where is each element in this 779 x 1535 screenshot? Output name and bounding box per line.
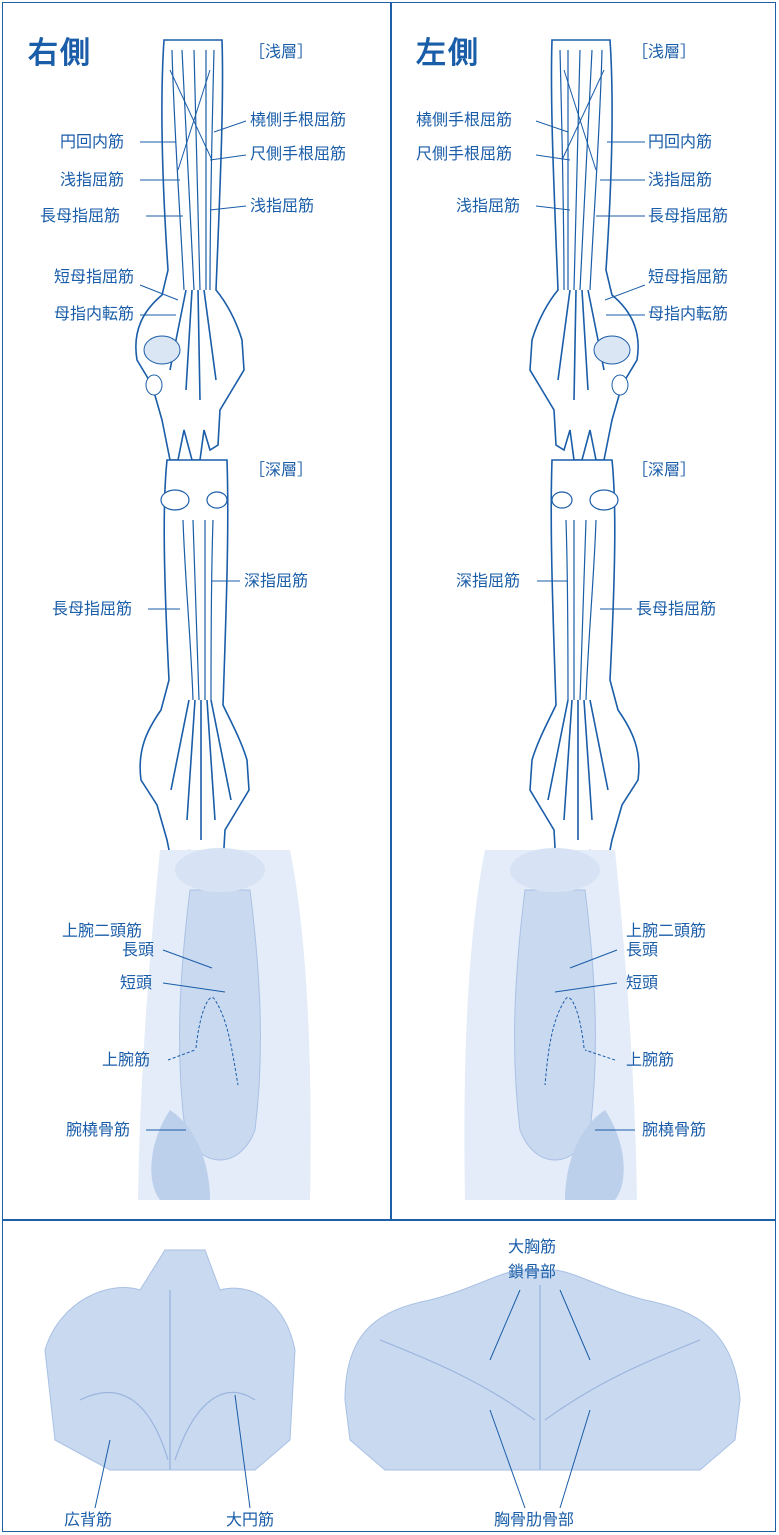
left-superficial-tag: ［浅層］ [632, 38, 696, 62]
label-pronator-teres-right: 円回内筋 [60, 133, 124, 151]
label-brachioradialis-left: 腕橈骨筋 [642, 1121, 706, 1139]
label-brachialis-left: 上腕筋 [626, 1051, 674, 1069]
label-fpl-right: 長母指屈筋 [40, 207, 120, 225]
label-pectoralis-major: 大胸筋 [508, 1238, 556, 1256]
label-fds-right-a: 浅指屈筋 [60, 171, 124, 189]
label-fpl-left: 長母指屈筋 [648, 207, 728, 225]
right-superficial-tag: ［浅層］ [249, 38, 313, 62]
label-fcr-right: 橈側手根屈筋 [250, 111, 346, 129]
label-fpb-left: 短母指屈筋 [648, 268, 728, 286]
label-brachioradialis-right: 腕橈骨筋 [66, 1121, 130, 1139]
label-fds-left-b: 浅指屈筋 [648, 171, 712, 189]
label-brachialis-right: 上腕筋 [102, 1051, 150, 1069]
label-short-head-left: 短頭 [626, 974, 658, 992]
right-side-title: 右側 [28, 28, 92, 72]
label-long-head-right: 長頭 [122, 941, 154, 959]
label-fcr-left: 橈側手根屈筋 [416, 111, 512, 129]
label-biceps-right: 上腕二頭筋 [62, 922, 142, 940]
label-fdp-right: 深指屈筋 [244, 572, 308, 590]
label-clavicular-part: 鎖骨部 [508, 1263, 556, 1281]
label-pronator-teres-left: 円回内筋 [648, 133, 712, 151]
label-adductor-left: 母指内転筋 [648, 305, 728, 323]
label-long-head-left: 長頭 [626, 941, 658, 959]
label-fds-left-a: 浅指屈筋 [456, 197, 520, 215]
left-side-title: 左側 [416, 28, 480, 72]
label-latissimus-dorsi: 広背筋 [64, 1511, 112, 1529]
label-fpl-right-deep: 長母指屈筋 [52, 600, 132, 618]
left-deep-tag: ［深層］ [632, 456, 696, 480]
label-adductor-right: 母指内転筋 [54, 305, 134, 323]
right-deep-tag: ［深層］ [249, 456, 313, 480]
label-biceps-left: 上腕二頭筋 [626, 922, 706, 940]
label-fds-right-b: 浅指屈筋 [250, 197, 314, 215]
label-short-head-right: 短頭 [120, 974, 152, 992]
label-fcu-left: 尺側手根屈筋 [416, 145, 512, 163]
label-fcu-right: 尺側手根屈筋 [250, 145, 346, 163]
label-sternocostal-part: 胸骨肋骨部 [494, 1511, 574, 1529]
label-teres-major: 大円筋 [226, 1511, 274, 1529]
label-fpl-left-deep: 長母指屈筋 [636, 600, 716, 618]
label-fdp-left: 深指屈筋 [456, 572, 520, 590]
label-fpb-right: 短母指屈筋 [54, 268, 134, 286]
